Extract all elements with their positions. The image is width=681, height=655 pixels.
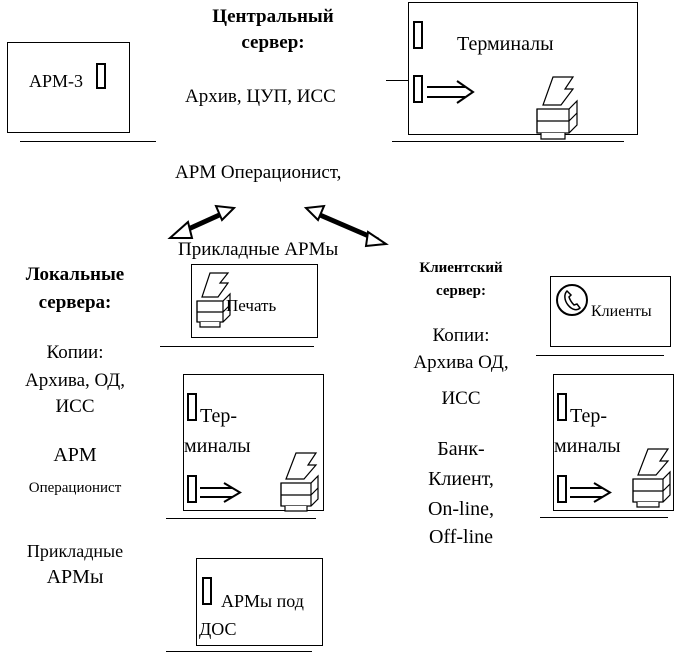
local-copies-line1: Копии: xyxy=(46,342,104,363)
central-server-applied: Прикладные АРМы xyxy=(178,239,339,260)
clients-baseline xyxy=(536,355,664,356)
print-baseline xyxy=(160,346,314,347)
terminals-right-box: Тер- миналы xyxy=(553,374,674,511)
client-server-title-line2: сервер: xyxy=(436,283,486,299)
terminals-top-box: Терминалы xyxy=(408,2,638,140)
dos-box: АРМы под ДОС xyxy=(196,558,323,646)
arm3-label: АРМ-3 xyxy=(29,71,84,91)
central-server-title-line2: сервер: xyxy=(241,32,305,53)
printer-icon xyxy=(632,448,671,508)
central-server-title-line1: Центральный xyxy=(212,6,334,27)
printer-icon xyxy=(536,76,578,140)
local-copies-line3: ИСС xyxy=(55,396,95,417)
client-bank-line1: Банк- xyxy=(437,438,485,460)
arm3-box: АРМ-3 xyxy=(7,42,130,133)
local-applied-line2: АРМы xyxy=(46,566,104,588)
local-servers-title-line2: сервера: xyxy=(38,292,112,313)
connector-line xyxy=(386,80,408,81)
terminals-left-box: Тер- миналы xyxy=(183,374,324,512)
terminal-slot-icon xyxy=(557,475,567,503)
terminal-slot-icon xyxy=(96,63,106,89)
central-server-workstation: АРМ Операционист, xyxy=(175,162,342,183)
central-server-contents: Архив, ЦУП, ИСС xyxy=(185,86,336,107)
terminal-slot-icon xyxy=(187,393,197,421)
dos-line1: АРМы под xyxy=(221,591,304,611)
terminal-slot-icon xyxy=(413,21,423,49)
client-bank-line4: Off-line xyxy=(428,526,494,548)
arrow-right-icon xyxy=(570,482,612,503)
local-copies-line2: Архива, ОД, xyxy=(24,370,126,391)
terminals-top-baseline xyxy=(392,141,624,142)
client-copies-line3: ИСС xyxy=(441,388,481,409)
print-label: Печать xyxy=(226,296,277,315)
local-arm-line2: Операционист xyxy=(28,480,122,496)
client-bank-line2: Клиент, xyxy=(428,468,494,490)
terminal-slot-icon xyxy=(557,393,567,421)
dos-baseline xyxy=(166,651,312,652)
dos-line2: ДОС xyxy=(199,619,237,639)
terminal-slot-icon xyxy=(413,75,423,103)
client-server-title-line1: Клиентский xyxy=(419,260,503,276)
local-servers-title-line1: Локальные xyxy=(25,264,125,285)
terminal-slot-icon xyxy=(202,577,212,605)
print-box: Печать xyxy=(191,264,318,338)
terminals-left-line2: миналы xyxy=(184,435,251,457)
printer-icon xyxy=(280,452,319,512)
client-copies-line1: Копии: xyxy=(432,325,490,346)
terminals-left-line1: Тер- xyxy=(200,405,237,427)
arrow-right-icon xyxy=(200,482,242,503)
client-bank-line3: On-line, xyxy=(427,498,495,520)
arrow-right-icon xyxy=(427,80,475,104)
client-copies-line2: Архива ОД, xyxy=(413,352,509,373)
terminals-right-line2: миналы xyxy=(554,435,621,457)
printer-icon xyxy=(196,272,231,328)
arm3-baseline xyxy=(20,141,156,142)
telephone-icon xyxy=(556,284,588,316)
terminal-slot-icon xyxy=(187,475,197,503)
terminals-top-label: Терминалы xyxy=(457,33,554,55)
clients-label: Клиенты xyxy=(591,303,652,320)
local-applied-line1: Прикладные xyxy=(26,541,124,561)
terminals-left-baseline xyxy=(166,518,316,519)
local-arm-line1: АРМ xyxy=(53,444,97,466)
terminals-right-baseline xyxy=(540,517,668,518)
terminals-right-line1: Тер- xyxy=(570,405,607,427)
clients-box: Клиенты xyxy=(550,276,671,347)
